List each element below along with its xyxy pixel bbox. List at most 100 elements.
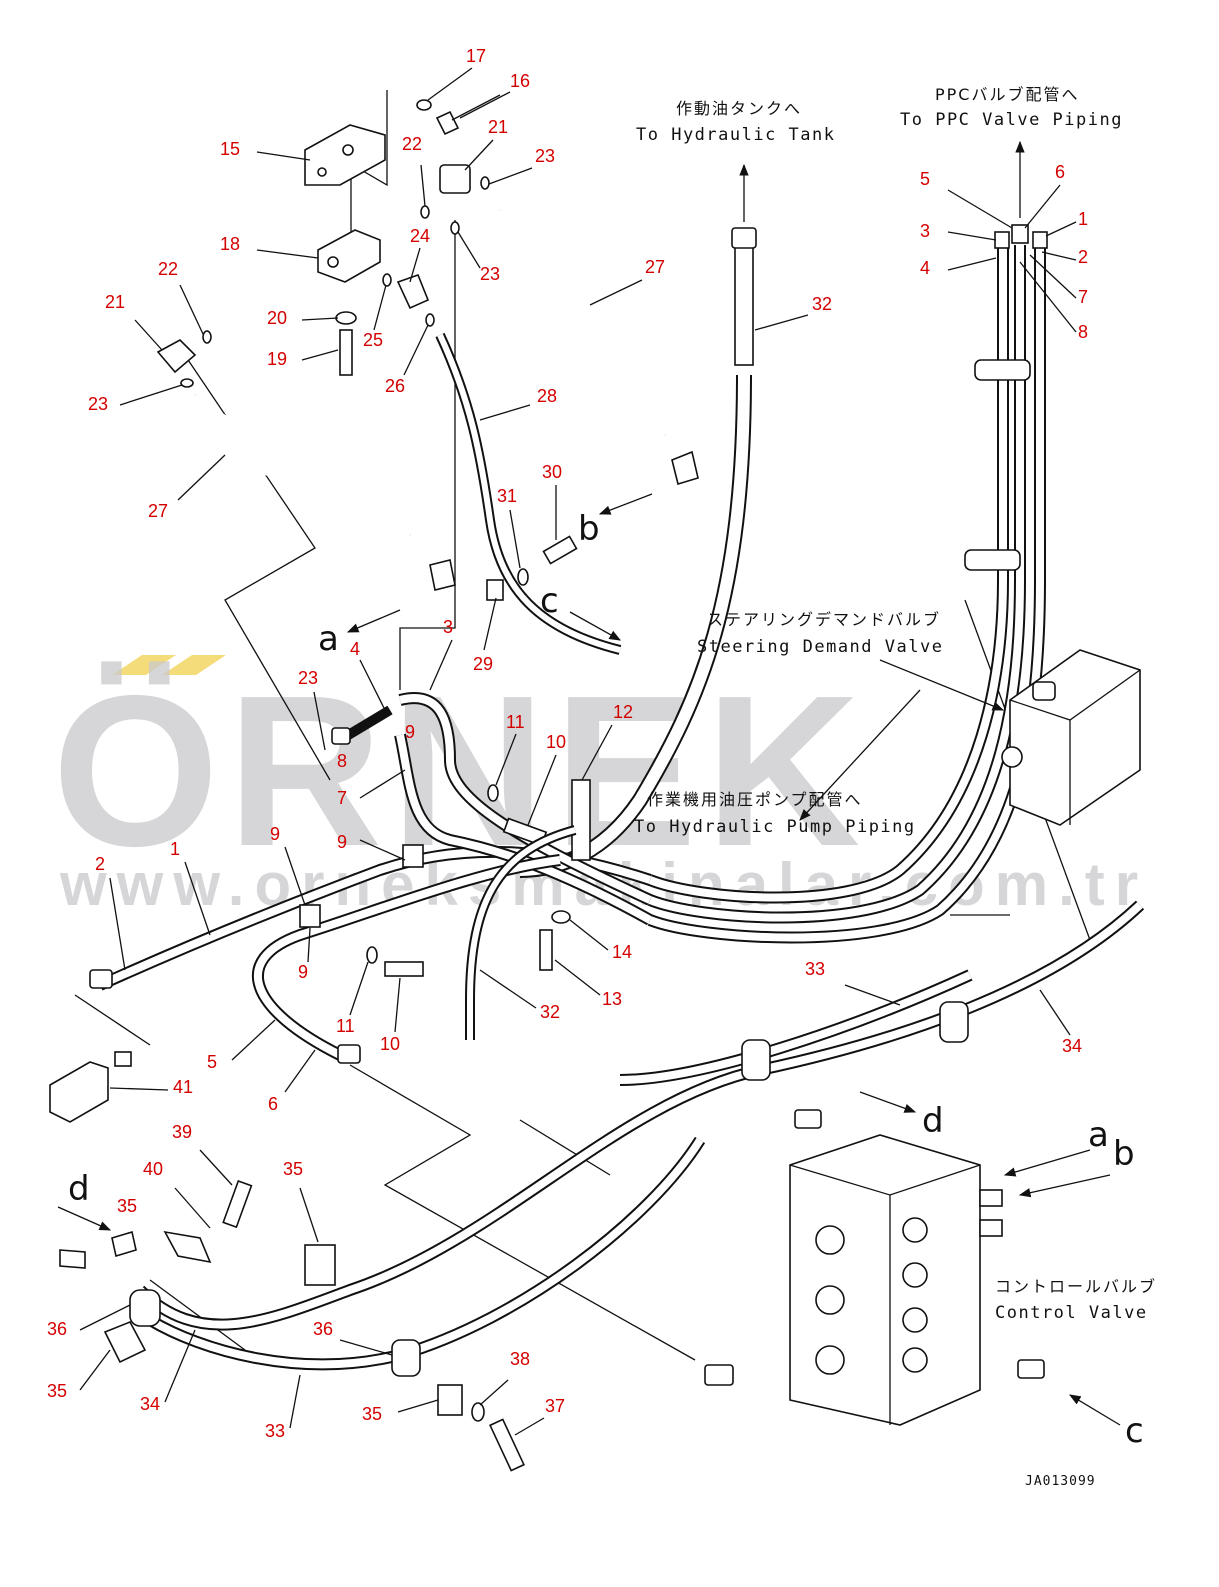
clamp-40: [163, 1230, 212, 1264]
letter-b-top: b: [578, 509, 600, 549]
tank-label-en: To Hydraulic Tank: [636, 125, 836, 145]
callout-9-a: 9: [405, 722, 415, 742]
ppc-fitting-1: [1032, 231, 1048, 249]
cv-fitting-lower: [704, 1364, 734, 1386]
callout-11-top: 11: [506, 712, 525, 732]
tank-label-jp: 作動油タンクへ: [676, 99, 802, 118]
callout-8-right: 8: [1078, 322, 1088, 342]
callout-21-left: 21: [105, 292, 125, 312]
callout-16: 16: [510, 71, 530, 91]
callout-23-low: 23: [298, 668, 318, 688]
steering-valve-block: [1009, 649, 1141, 826]
washer-11b: [366, 946, 378, 964]
block-41: [49, 1051, 132, 1123]
steer-label-en: Steering Demand Valve: [697, 637, 943, 657]
callout-22-left: 22: [158, 259, 178, 279]
letter-c-right: c: [1125, 1411, 1144, 1451]
callout-17: 17: [466, 46, 486, 66]
ppc-fitting-5: [1011, 224, 1029, 244]
flow-arrows: [57, 493, 653, 1231]
bracket-hole: [317, 167, 327, 177]
clamp-36a: [129, 1289, 161, 1327]
bolt-shank-16: [451, 94, 501, 121]
central-hoses: [89, 692, 653, 1064]
bolt-19: [339, 329, 353, 376]
callout-23-mid: 23: [480, 264, 500, 284]
callout-25: 25: [363, 330, 383, 350]
callout-4-right: 4: [920, 258, 930, 278]
arrow-c-cv: [1068, 1394, 1121, 1426]
callout-7-right: 7: [1078, 287, 1088, 307]
callout-36-left: 36: [47, 1319, 67, 1339]
elbow-fitting-b: [671, 450, 699, 486]
callout-24: 24: [410, 226, 430, 246]
callout-1-left: 1: [170, 839, 180, 859]
washer-38: [471, 1402, 485, 1422]
letter-a-top: a: [318, 619, 339, 659]
callout-2-right: 2: [1078, 247, 1088, 267]
callout-21-top: 21: [488, 117, 508, 137]
bolt-head-16: [435, 110, 460, 136]
clamp-35b: [103, 1320, 147, 1364]
callout-33-left: 33: [265, 1421, 285, 1441]
steering-valve-port2: [1001, 746, 1023, 768]
control-label-jp: コントロールバルブ: [995, 1277, 1157, 1296]
clamp-34: [939, 1001, 969, 1043]
callout-22-top: 22: [402, 134, 422, 154]
washer-17: [416, 99, 432, 111]
hose-34-inner: [137, 902, 1143, 1329]
callout-34-right: 34: [1062, 1036, 1082, 1056]
hose-28-group: [435, 332, 622, 655]
callout-numbers: 17 16 21 15 22 23 18 24 23 27 22 21 20 2…: [47, 46, 1088, 1441]
callout-7-left: 7: [337, 788, 347, 808]
washer-14: [551, 910, 571, 924]
callout-2-left: 2: [95, 854, 105, 874]
callout-34-left: 34: [140, 1394, 160, 1414]
ppc-label-en: To PPC Valve Piping: [900, 110, 1123, 130]
pipe-32-upper: [734, 239, 754, 366]
control-label-en: Control Valve: [995, 1303, 1148, 1323]
ppc-label-jp: PPCバルブ配管へ: [935, 85, 1079, 104]
clamp-35c: [437, 1384, 463, 1416]
callout-14: 14: [612, 942, 632, 962]
letter-d-left: d: [68, 1169, 90, 1209]
washer-31: [517, 568, 529, 586]
bolt-30: [542, 535, 578, 565]
callout-35-left: 35: [117, 1196, 137, 1216]
arrow-d-left: [57, 1206, 112, 1231]
hose-7-inner: [396, 734, 652, 924]
letter-c-top: c: [540, 581, 559, 621]
callout-38: 38: [510, 1349, 530, 1369]
pipe-32-fitting: [731, 227, 757, 249]
callout-8-left: 8: [337, 751, 347, 771]
clamp-12: [571, 779, 591, 861]
cv-spool-3: [815, 1345, 845, 1375]
washer-11a: [487, 784, 499, 802]
callout-36-mid: 36: [313, 1319, 333, 1339]
letter-d-right: d: [922, 1101, 944, 1141]
arrow-c-top: [569, 611, 622, 641]
elbow-fitting-24: [396, 273, 430, 310]
clamp-9b: [402, 844, 424, 868]
callout-20: 20: [267, 308, 287, 328]
manifold-port: [327, 256, 339, 268]
letter-b-right: b: [1113, 1134, 1135, 1174]
hose-32b-inner: [467, 827, 576, 1040]
hose-27a: [194, 394, 411, 536]
fitting-35-left: [111, 1230, 137, 1258]
hose-34: [135, 900, 1145, 1331]
letter-a-right: a: [1088, 1115, 1109, 1155]
tee-fitting-21b: [156, 339, 197, 374]
cv-fitting-right-a: [979, 1189, 1003, 1207]
pump-label-en: To Hydraulic Pump Piping: [634, 817, 916, 837]
callout-5-left: 5: [207, 1052, 217, 1072]
bracket-hole: [342, 144, 354, 156]
hose-3-inner: [399, 694, 652, 904]
bolt-10b: [384, 961, 424, 977]
oring-22b: [202, 330, 212, 344]
steer-label-jp: ステアリングデマンドバルブ: [707, 610, 941, 629]
bolt-39: [222, 1179, 253, 1229]
cv-fitting-d: [794, 1109, 822, 1129]
